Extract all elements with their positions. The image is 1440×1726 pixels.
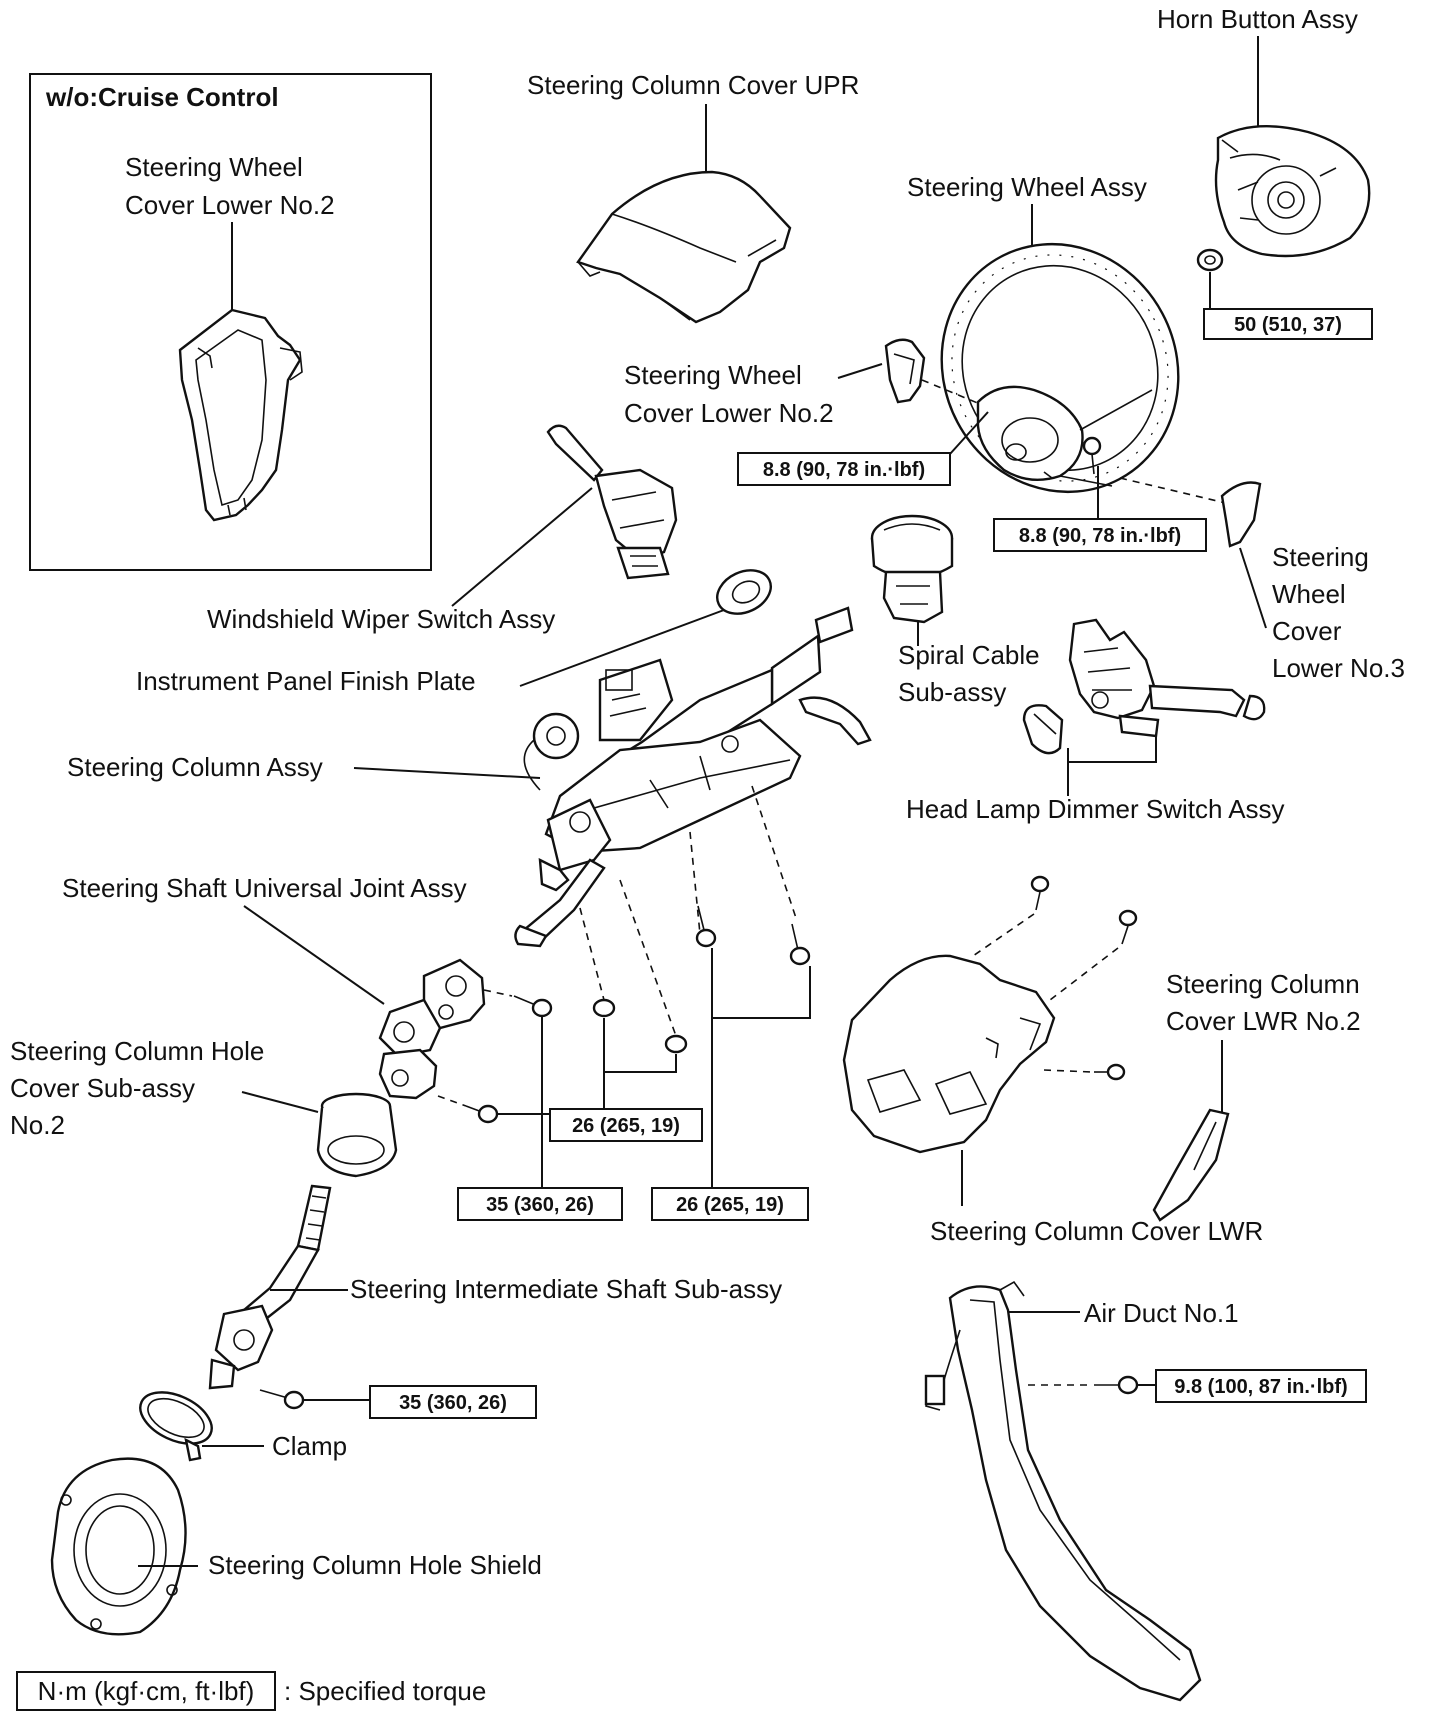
svg-text:26 (265, 19): 26 (265, 19) (676, 1194, 784, 1216)
universal-joint-part (378, 958, 486, 1100)
label-hole-cover-line2: Cover Sub-assy (10, 1073, 195, 1103)
svg-text:8.8 (90, 78 in.·lbf): 8.8 (90, 78 in.·lbf) (1019, 525, 1181, 547)
column-nut-right-part (664, 1034, 688, 1054)
inset-part-label-line2: Cover Lower No.2 (125, 190, 335, 220)
column-nut-left-part (592, 998, 616, 1018)
column-cover-lwr-part (842, 954, 1056, 1154)
label-steering-wheel: Steering Wheel Assy (907, 172, 1147, 202)
hole-cover-part (316, 1092, 398, 1178)
inset-panel: w/o:Cruise Control Steering Wheel Cover … (29, 73, 432, 571)
spiral-cable-part (870, 514, 954, 624)
torque-box-column-bolt: 26 (265, 19) (651, 1187, 809, 1221)
cover-lwr-screw-top-part (1030, 875, 1050, 911)
horn-button-part (1214, 125, 1371, 258)
wiper-switch-part (546, 424, 678, 580)
inset-part-label-line1: Steering Wheel (125, 152, 303, 182)
joint-bolt-part (513, 995, 553, 1018)
wheel-screw-part (1082, 436, 1102, 475)
dimmer-switch-part (1068, 618, 1266, 738)
torque-box-wheel-screw-right: 8.8 (90, 78 in.·lbf) (993, 518, 1207, 552)
joint-bolt2-part (465, 1104, 499, 1124)
steering-wheel-part (940, 242, 1180, 494)
label-hole-cover-line3: No.2 (10, 1110, 65, 1140)
steering-column-part (514, 606, 872, 948)
legend-meaning: : Specified torque (284, 1676, 486, 1706)
torque-box-column-nut: 26 (265, 19) (549, 1108, 703, 1142)
torque-box-air-duct-bolt: 9.8 (100, 87 in.·lbf) (1155, 1369, 1367, 1403)
label-wheel-cover-lower2-line1: Steering Wheel (624, 360, 802, 390)
legend: N·m (kgf·cm, ft·lbf) : Specified torque (16, 1671, 486, 1711)
finish-plate-part (716, 569, 772, 615)
wheel-cover-lower2-part (884, 338, 926, 404)
horn-nut-part (1196, 248, 1224, 272)
label-wiper-switch: Windshield Wiper Switch Assy (207, 604, 555, 634)
legend-unit: N·m (kgf·cm, ft·lbf) (38, 1676, 255, 1706)
label-spiral-cable-line2: Sub-assy (898, 677, 1006, 707)
label-intermediate-shaft: Steering Intermediate Shaft Sub-assy (350, 1274, 782, 1304)
label-horn-button: Horn Button Assy (1157, 4, 1358, 34)
svg-text:50 (510, 37): 50 (510, 37) (1234, 314, 1342, 336)
cover-lwr-screw-right-part (1118, 909, 1138, 945)
cover-lwr-screw-side-part (1094, 1063, 1126, 1081)
svg-text:26 (265, 19): 26 (265, 19) (572, 1115, 680, 1137)
wheel-cover-lower3-part (1220, 481, 1262, 548)
inset-title: w/o:Cruise Control (45, 82, 279, 112)
label-universal-joint: Steering Shaft Universal Joint Assy (62, 873, 467, 903)
label-column-cover-upr: Steering Column Cover UPR (527, 70, 859, 100)
label-dimmer-switch: Head Lamp Dimmer Switch Assy (906, 794, 1285, 824)
torque-box-joint-bolt: 35 (360, 26) (457, 1187, 623, 1221)
svg-text:9.8 (100, 87 in.·lbf): 9.8 (100, 87 in.·lbf) (1174, 1376, 1347, 1398)
column-bolt-right-part (789, 923, 811, 966)
column-cover-lwr2-part (1152, 1108, 1230, 1222)
svg-text:8.8 (90, 78 in.·lbf): 8.8 (90, 78 in.·lbf) (763, 459, 925, 481)
label-hole-cover-line1: Steering Column Hole (10, 1036, 264, 1066)
label-wheel-cover-lower3-line3: Cover (1272, 616, 1342, 646)
torque-box-horn-nut: 50 (510, 37) (1203, 308, 1373, 340)
svg-text:35 (360, 26): 35 (360, 26) (486, 1194, 594, 1216)
air-duct-part (924, 1280, 1202, 1702)
column-bolt-left-part (695, 905, 717, 948)
hole-shield-part (50, 1457, 187, 1636)
label-wheel-cover-lower3-line2: Wheel (1272, 579, 1346, 609)
label-clamp: Clamp (272, 1431, 347, 1461)
label-column-assy: Steering Column Assy (67, 752, 323, 782)
label-finish-plate: Instrument Panel Finish Plate (136, 666, 476, 696)
label-column-cover-lwr2-line2: Cover LWR No.2 (1166, 1006, 1361, 1036)
column-cover-upr-part (576, 170, 792, 324)
clamp-part (139, 1391, 213, 1462)
svg-text:35 (360, 26): 35 (360, 26) (399, 1392, 507, 1414)
torque-box-intermediate-bolt: 35 (360, 26) (369, 1385, 537, 1419)
inset-cover-lower-part (178, 308, 303, 522)
air-duct-bolt-part (1094, 1375, 1139, 1395)
torque-box-wheel-screw-left: 8.8 (90, 78 in.·lbf) (737, 452, 951, 486)
label-hole-shield: Steering Column Hole Shield (208, 1550, 542, 1580)
label-column-cover-lwr: Steering Column Cover LWR (930, 1216, 1263, 1246)
label-wheel-cover-lower3-line4: Lower No.3 (1272, 653, 1405, 683)
label-spiral-cable-line1: Spiral Cable (898, 640, 1040, 670)
label-wheel-cover-lower2-line2: Cover Lower No.2 (624, 398, 834, 428)
dimmer-clip-part (1022, 704, 1064, 755)
intermediate-bolt-part (259, 1389, 305, 1410)
label-wheel-cover-lower3-line1: Steering (1272, 542, 1369, 572)
intermediate-shaft-part (208, 1184, 332, 1390)
label-air-duct: Air Duct No.1 (1084, 1298, 1239, 1328)
label-column-cover-lwr2-line1: Steering Column (1166, 969, 1360, 999)
